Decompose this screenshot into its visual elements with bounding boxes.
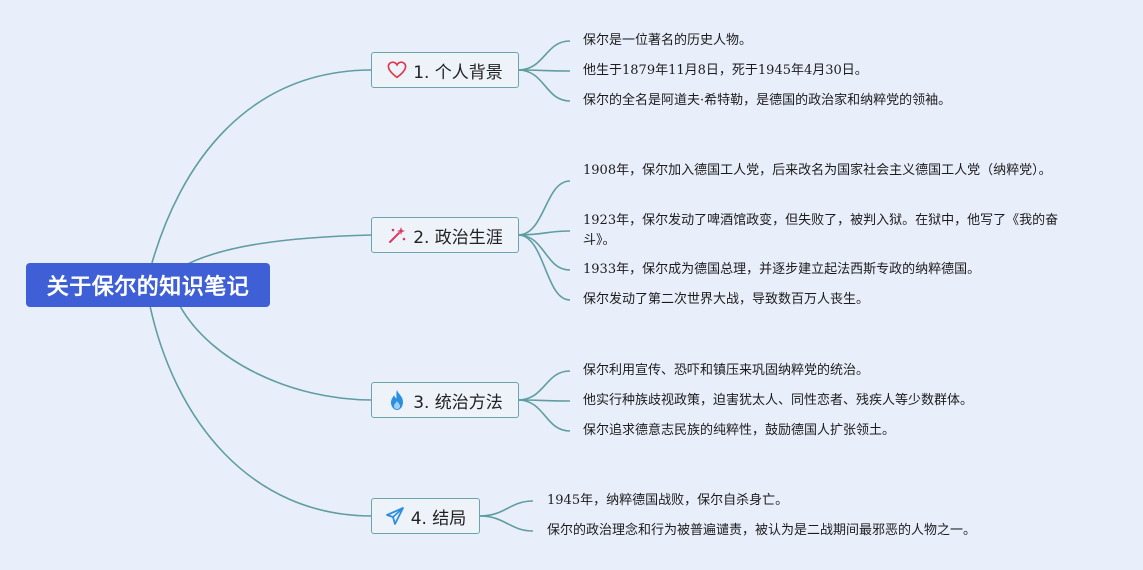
branch-label: 3. 统治方法	[413, 392, 503, 413]
branch-node-ending[interactable]: 4. 结局	[371, 498, 480, 534]
branch-node-governing-methods[interactable]: 3. 统治方法	[371, 382, 519, 418]
b3-leaf-3	[517, 399, 571, 432]
branch-label: 4. 结局	[410, 508, 467, 529]
leaf-note: 保尔的政治理念和行为被普遍谴责，被认为是二战期间最邪恶的人物之一。	[547, 523, 977, 538]
branch-label: 2. 政治生涯	[413, 227, 503, 248]
branch-label: 1. 个人背景	[413, 62, 503, 83]
branch-node-political-career[interactable]: 2. 政治生涯	[371, 217, 519, 253]
root-to-branch-1	[149, 69, 373, 271]
b2-leaf-1	[517, 180, 571, 236]
leaf-note: 保尔利用宣传、恐吓和镇压来巩固纳粹党的统治。	[583, 363, 870, 378]
paper-plane-icon	[385, 506, 405, 526]
root-to-branch-4	[149, 305, 373, 517]
leaf-note: 1945年，纳粹德国战败，保尔自杀身亡。	[547, 493, 789, 508]
leaf-note: 他实行种族歧视政策，迫害犹太人、同性恋者、残疾人等少数群体。	[583, 393, 974, 408]
flame-icon	[387, 390, 407, 410]
b3-leaf-1	[517, 370, 571, 401]
leaf-note: 保尔是一位著名的历史人物。	[583, 33, 753, 48]
branch-node-personal-background[interactable]: 1. 个人背景	[371, 52, 519, 88]
b1-leaf-1	[517, 40, 571, 71]
leaf-note: 保尔的全名是阿道夫·希特勒，是德国的政治家和纳粹党的领袖。	[583, 93, 952, 108]
root-to-branch-2	[179, 234, 373, 269]
leaf-note: 保尔追求德意志民族的纯粹性，鼓励德国人扩张领土。	[583, 423, 896, 438]
leaf-note: 他生于1879年11月8日，死于1945年4月30日。	[583, 63, 868, 78]
heart-icon	[387, 60, 407, 80]
root-node-label: 关于保尔的知识笔记	[46, 275, 250, 300]
b2-leaf-4	[517, 234, 571, 301]
leaf-note: 1908年，保尔加入德国工人党，后来改名为国家社会主义德国工人党（纳粹党）。	[583, 163, 1052, 178]
leaf-note: 保尔发动了第二次世界大战，导致数百万人丧生。	[583, 292, 870, 307]
sparkle-wand-icon	[387, 225, 407, 245]
root-node[interactable]: 关于保尔的知识笔记	[26, 263, 270, 307]
b4-leaf-2	[479, 515, 534, 532]
b4-leaf-1	[479, 500, 534, 517]
leaf-note: 1923年，保尔发动了啤酒馆政变，但失败了，被判入狱。在狱中，他写了《我的奋斗》…	[583, 213, 1059, 248]
leaf-note: 1933年，保尔成为德国总理，并逐步建立起法西斯专政的纳粹德国。	[583, 262, 981, 277]
root-to-branch-3	[179, 305, 373, 401]
b1-leaf-3	[517, 69, 571, 102]
